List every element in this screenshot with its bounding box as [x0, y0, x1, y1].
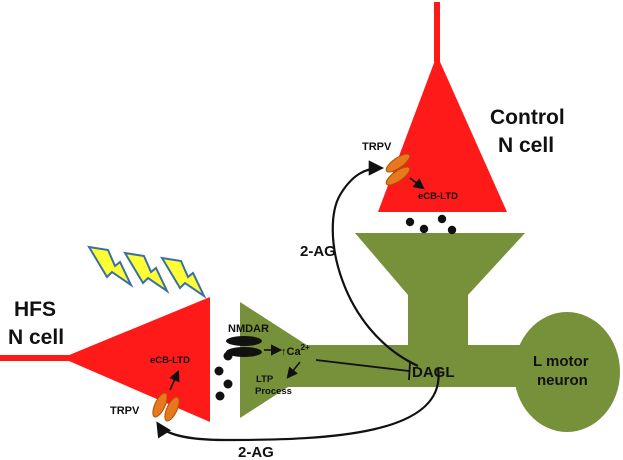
motor-neuron-label-line2: neuron [537, 372, 588, 389]
ltp-label: LTP [256, 374, 274, 385]
ecb-ltd-bottom-label: eCB-LTD [150, 355, 190, 366]
hfs-cell-label-line1: HFS [14, 298, 56, 321]
lightning-bolt-icon [87, 245, 207, 299]
nmdar-label: NMDAR [228, 323, 269, 335]
two-ag-bottom-arrow [156, 367, 440, 442]
calcium-text: ↑Ca [281, 346, 301, 358]
trpv-to-ecb-top-arrow [409, 177, 425, 190]
calcium-label: ↑Ca2+ [281, 343, 310, 358]
control-cell-label-line1: Control [490, 106, 565, 129]
calcium-to-ltp-arrow [286, 361, 301, 379]
hfs-cell-axon [0, 355, 80, 361]
two-ag-top-arrow [331, 160, 419, 367]
control-n-cell [378, 55, 507, 212]
ecb-ltd-top-label: eCB-LTD [418, 191, 458, 202]
hfs-n-cell [62, 297, 210, 422]
trpv-bottom-label: TRPV [110, 405, 140, 417]
calcium-inhibits-dagl-line [315, 359, 410, 372]
control-cell-label-line2: N cell [498, 134, 554, 157]
motor-neuron-process-tip [240, 302, 330, 418]
vesicle-dot-icon [214, 214, 457, 401]
l-motor-neuron-soma [514, 312, 620, 432]
hfs-cell-label-line2: N cell [8, 326, 64, 349]
two-ag-bottom-label: 2-AG [238, 444, 274, 460]
trpv-to-ecb-bottom-arrow [169, 369, 180, 391]
dagl-label: DAGL [412, 364, 455, 381]
motor-neuron-label-line1: L motor [533, 353, 589, 370]
calcium-superscript: 2+ [301, 343, 310, 352]
trpv-channel-icon [152, 153, 411, 422]
nmdar-receptor-icon [226, 336, 262, 357]
control-cell-axon [434, 2, 440, 62]
two-ag-top-label: 2-AG [300, 243, 336, 260]
calcium-inhibits-dagl-bar [408, 361, 411, 381]
motor-neuron-dendrite-funnel [355, 233, 525, 345]
trpv-top-label: TRPV [362, 141, 392, 153]
process-label: Process [255, 386, 292, 397]
